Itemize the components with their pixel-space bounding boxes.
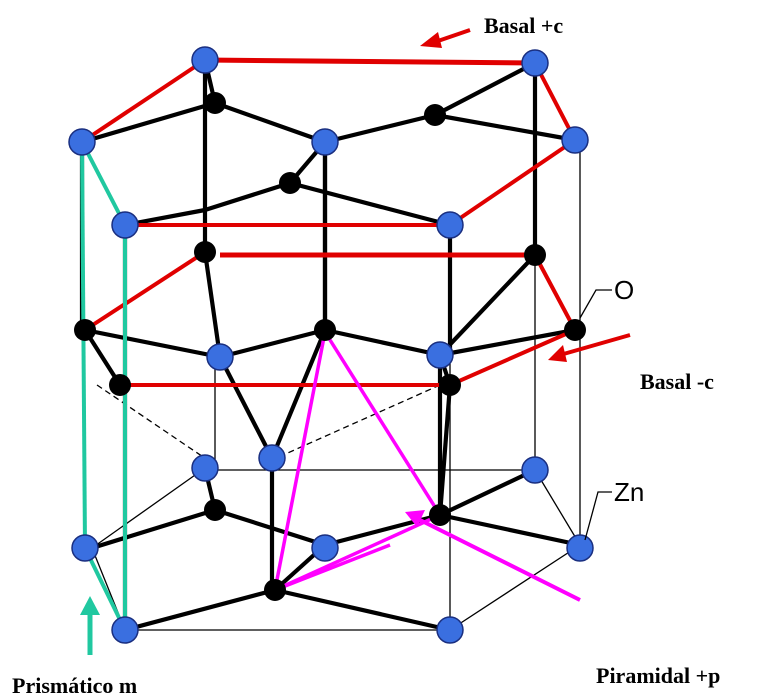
label-zinc: Zn bbox=[614, 477, 644, 507]
label-basal-plus-c: Basal +c bbox=[484, 13, 563, 38]
basal-planes bbox=[80, 57, 577, 387]
prismatic-plane bbox=[80, 141, 127, 631]
label-oxygen: O bbox=[614, 275, 634, 305]
label-piramidal: Piramidal +p bbox=[596, 663, 720, 688]
annotation-arrows bbox=[80, 28, 631, 655]
label-basal-minus-c: Basal -c bbox=[640, 369, 714, 394]
pyramidal-plane bbox=[273, 331, 442, 592]
o-atoms bbox=[74, 92, 586, 601]
element-leaders bbox=[579, 289, 612, 541]
label-prismatico: Prismático m bbox=[12, 673, 137, 698]
zn-atoms bbox=[68, 46, 594, 644]
